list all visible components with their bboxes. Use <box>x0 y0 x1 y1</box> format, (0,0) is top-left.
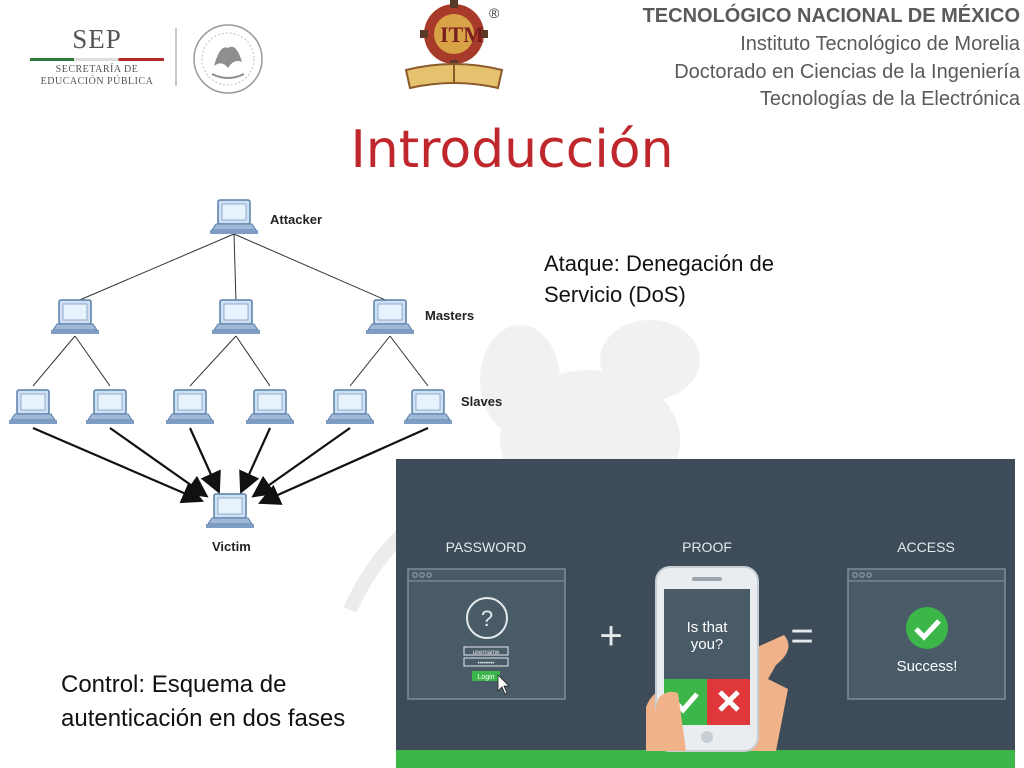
eagle-seal-icon <box>193 24 263 94</box>
control-description: Control: Esquema de autenticación en dos… <box>61 668 345 736</box>
slave-computer-icon <box>165 389 215 425</box>
slave-computer-icon <box>85 389 135 425</box>
institution-line-3: Doctorado en Ciencias de la Ingeniería <box>674 61 1020 83</box>
slaves-label: Slaves <box>461 394 502 409</box>
institution-line-2: Instituto Tecnológico de Morelia <box>740 33 1020 55</box>
login-label: Login <box>477 674 494 681</box>
attack-description-line-1: Ataque: Denegación de <box>544 251 774 276</box>
master-computer-icon <box>50 299 100 335</box>
equals-sign: = <box>790 614 813 658</box>
masters-label: Masters <box>425 308 474 323</box>
sep-logo-line1: SECRETARÍA DE <box>55 64 139 75</box>
sep-logo-line2: EDUCACIÓN PÚBLICA <box>40 76 154 87</box>
sep-logo-word: SEP <box>72 24 122 54</box>
slave-computer-icon <box>325 389 375 425</box>
phone-in-hand: Is that you? <box>646 566 789 752</box>
institution-title: TECNOLÓGICO NACIONAL DE MÉXICO <box>642 5 1020 27</box>
password-window: ? username •••••••• Login <box>407 568 566 700</box>
master-computer-icon <box>211 299 261 335</box>
phone-prompt-line-1: Is that <box>687 619 729 636</box>
sep-logo-stripe <box>30 58 164 61</box>
control-description-line-1: Control: Esquema de <box>61 671 287 698</box>
institution-line-4: Tecnologías de la Electrónica <box>759 88 1020 110</box>
svg-text:ITM: ITM <box>440 22 484 47</box>
username-field <box>463 646 509 656</box>
slave-computer-icon <box>245 389 295 425</box>
password-dots: •••••••• <box>478 661 495 667</box>
attack-description-line-2: Servicio (DoS) <box>544 282 686 307</box>
itm-logo-icon: ITM <box>404 0 504 90</box>
cursor-icon <box>497 674 510 695</box>
victim-computer-icon <box>205 493 255 529</box>
control-description-line-2: autenticación en dos fases <box>61 705 346 732</box>
attack-description: Ataque: Denegación de Servicio (DoS) <box>544 248 774 310</box>
two-factor-illustration: PASSWORD PROOF ACCESS ? username •••••••… <box>396 459 1015 768</box>
ddos-diagram: Attacker Masters Slaves Victim <box>8 199 502 554</box>
access-window: Success! <box>847 568 1006 700</box>
success-label: Success! <box>897 658 958 675</box>
question-mark: ? <box>481 606 493 631</box>
slave-computer-icon <box>8 389 58 425</box>
registered-mark: ® <box>489 5 500 21</box>
phone-prompt-line-2: you? <box>691 636 724 653</box>
proof-heading: PROOF <box>682 539 732 555</box>
slave-computer-icon <box>403 389 453 425</box>
slide-title: Introducción <box>350 120 674 180</box>
attacker-label: Attacker <box>270 212 322 227</box>
username-placeholder: username <box>473 650 500 656</box>
home-button-icon <box>701 731 713 743</box>
password-field <box>463 657 509 667</box>
login-button <box>472 671 500 681</box>
close-icon <box>718 690 740 712</box>
password-heading: PASSWORD <box>446 539 527 555</box>
logo-divider <box>175 28 177 86</box>
master-computer-icon <box>365 299 415 335</box>
victim-label: Victim <box>212 539 251 554</box>
success-check-icon <box>906 607 948 649</box>
plus-sign: + <box>599 614 622 658</box>
access-heading: ACCESS <box>897 539 955 555</box>
attacker-computer-icon <box>209 199 259 235</box>
